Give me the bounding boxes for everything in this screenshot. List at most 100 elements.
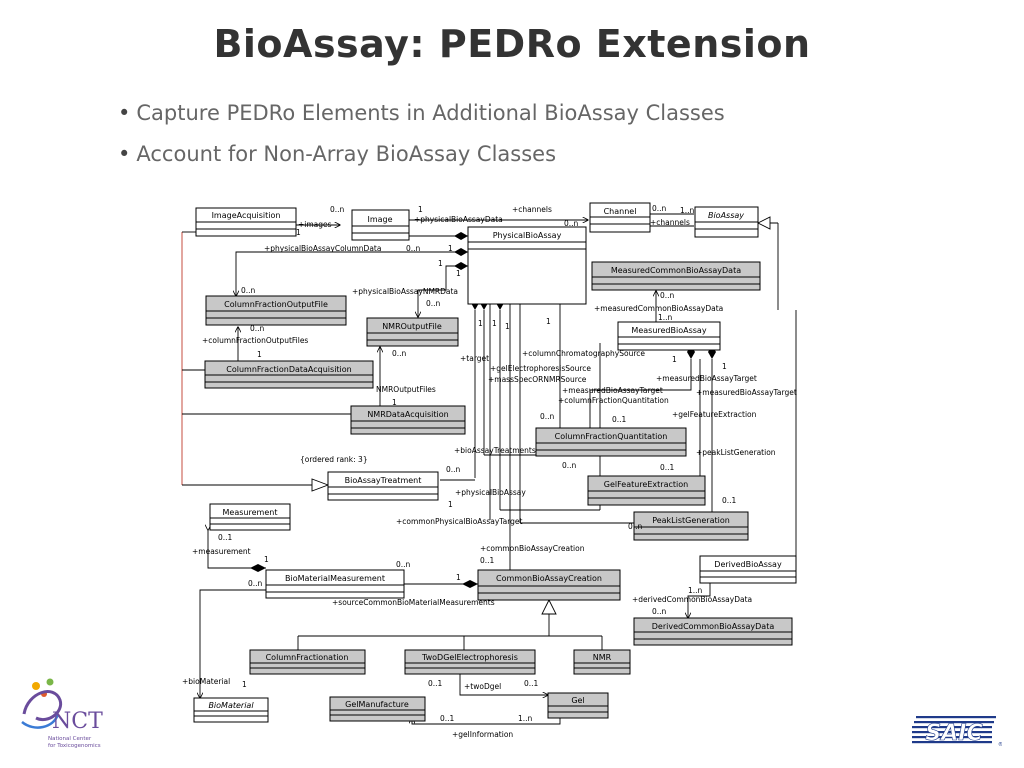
role-label: +physicalBioAssay: [455, 488, 526, 497]
multiplicity-label: 1: [438, 259, 443, 268]
multiplicity-label: 1..n: [658, 313, 673, 322]
class-nmr-data-acquisition: NMRDataAcquisition: [350, 405, 466, 435]
multiplicity-label: 0..n: [652, 204, 667, 213]
multiplicity-label: 0..1: [722, 496, 737, 505]
multiplicity-label: 0..n: [652, 607, 667, 616]
role-label: +target: [460, 354, 489, 363]
class-biomaterial-measurement: BioMaterialMeasurement: [265, 569, 405, 599]
role-label: +channels: [512, 205, 552, 214]
class-bioassay-treatment: BioAssayTreatment: [327, 471, 439, 501]
class-column-fraction-output-file: ColumnFractionOutputFile: [205, 295, 347, 326]
multiplicity-label: 0..n: [564, 219, 579, 228]
multiplicity-label: 0..1: [660, 463, 675, 472]
class-physical-bioassay: PhysicalBioAssay: [467, 226, 587, 305]
class-name: NMR: [593, 653, 612, 662]
class-name: BioAssayTreatment: [345, 476, 422, 485]
role-label: +commonPhysicalBioAssayTarget: [396, 517, 523, 526]
role-label: +sourceCommonBioMaterialMeasurements: [332, 598, 495, 607]
class-name: BioAssay: [708, 211, 744, 220]
class-name: BioMaterialMeasurement: [285, 574, 385, 583]
multiplicity-label: 0..n: [628, 522, 643, 531]
class-nmr: NMR: [573, 649, 631, 675]
class-name: TwoDGelElectrophoresis: [421, 653, 518, 662]
multiplicity-label: 0..n: [396, 560, 411, 569]
multiplicity-label: 1: [546, 317, 551, 326]
role-label: +commonBioAssayCreation: [480, 544, 585, 553]
class-biomaterial: BioMaterial: [193, 697, 269, 723]
multiplicity-label: 1: [242, 680, 247, 689]
role-label: +measurement: [192, 547, 251, 556]
role-label: +gelInformation: [452, 730, 513, 739]
bullet-item: •Capture PEDRo Elements in Additional Bi…: [118, 101, 725, 125]
role-label: +gelElectrophoresisSource: [490, 364, 591, 373]
svg-text:®: ®: [998, 741, 1002, 748]
multiplicity-label: 1: [264, 555, 269, 564]
role-label: +gelFeatureExtraction: [672, 410, 757, 419]
class-name: NMROutputFile: [382, 322, 442, 331]
class-name: MeasuredCommonBioAssayData: [611, 266, 741, 275]
class-name: DerivedBioAssay: [714, 560, 782, 569]
class-measurement: Measurement: [209, 503, 291, 531]
class-name: Channel: [604, 207, 637, 216]
class-name: ColumnFractionDataAcquisition: [226, 365, 352, 374]
class-name: ImageAcquisition: [212, 211, 281, 220]
multiplicity-label: 1: [448, 244, 453, 253]
class-twod-gel-electrophoresis: TwoDGelElectrophoresis: [404, 649, 536, 675]
class-bioassay: BioAssay: [694, 206, 759, 238]
class-name: ColumnFractionQuantitation: [555, 432, 668, 441]
class-name: NMRDataAcquisition: [367, 410, 448, 419]
multiplicity-label: 0..1: [480, 556, 495, 565]
role-label: +peakListGeneration: [696, 448, 776, 457]
multiplicity-label: 0..n: [660, 291, 675, 300]
class-derived-common-bioassay-data: DerivedCommonBioAssayData: [633, 617, 793, 646]
class-measured-common-bioassay-data: MeasuredCommonBioAssayData: [591, 261, 761, 291]
class-gel-feature-extraction: GelFeatureExtraction: [587, 475, 706, 506]
constraint-label: {ordered rank: 3}: [300, 455, 368, 464]
class-name: BioMaterial: [208, 701, 254, 710]
class-name: Image: [367, 215, 392, 224]
role-label: +massSpecORNMRSource: [488, 375, 587, 384]
class-derived-bioassay: DerivedBioAssay: [699, 555, 797, 584]
multiplicity-label: 0..n: [406, 244, 421, 253]
multiplicity-label: 1..n: [680, 206, 695, 215]
role-label: +derivedCommonBioAssayData: [632, 595, 752, 604]
role-label: +measuredBioAssayTarget: [562, 386, 663, 395]
nct-wordmark: NCT: [52, 709, 103, 734]
role-label: +channels: [650, 218, 690, 227]
nct-tagline: National Center: [48, 736, 92, 742]
class-column-fraction-data-acquisition: ColumnFractionDataAcquisition: [204, 360, 374, 389]
saic-wordmark: SAIC: [925, 721, 982, 746]
class-common-bioassay-creation: CommonBioAssayCreation: [477, 569, 621, 601]
role-label: +columnFractionOutputFiles: [202, 336, 308, 345]
multiplicity-label: 0..1: [428, 679, 443, 688]
multiplicity-label: 0..n: [562, 461, 577, 470]
multiplicity-label: 1: [392, 398, 397, 407]
class-name: CommonBioAssayCreation: [496, 574, 602, 583]
role-label: +physicalBioAssayColumnData: [264, 244, 381, 253]
class-name: MeasuredBioAssay: [631, 326, 706, 335]
class-name: DerivedCommonBioAssayData: [652, 622, 775, 631]
multiplicity-label: 0..1: [524, 679, 539, 688]
class-name: Gel: [571, 696, 584, 705]
class-name: GelManufacture: [345, 700, 409, 709]
class-name: ColumnFractionation: [266, 653, 349, 662]
role-label: +twoDgel: [464, 682, 501, 691]
multiplicity-label: 0..n: [392, 349, 407, 358]
multiplicity-label: 0..n: [330, 205, 345, 214]
role-label: +columnChromatographySource: [522, 349, 645, 358]
class-image-acquisition: ImageAcquisition: [195, 207, 297, 237]
role-label: +images: [298, 220, 332, 229]
multiplicity-label: 0..n: [540, 412, 555, 421]
multiplicity-label: 1: [478, 319, 483, 328]
multiplicity-label: 0..n: [241, 286, 256, 295]
multiplicity-label: 1: [448, 500, 453, 509]
class-column-fraction-quantitation: ColumnFractionQuantitation: [535, 427, 687, 457]
class-gel: Gel: [547, 692, 609, 719]
role-label: +bioAssayTreatments: [454, 446, 536, 455]
role-label: +measuredBioAssayTarget: [696, 388, 797, 397]
role-label: +bioMaterial: [182, 677, 230, 686]
saic-logo: SAIC ®: [912, 716, 1002, 748]
bullet-item: •Account for Non-Array BioAssay Classes: [118, 142, 557, 166]
role-label: +physicalBioAssayData: [414, 215, 503, 224]
